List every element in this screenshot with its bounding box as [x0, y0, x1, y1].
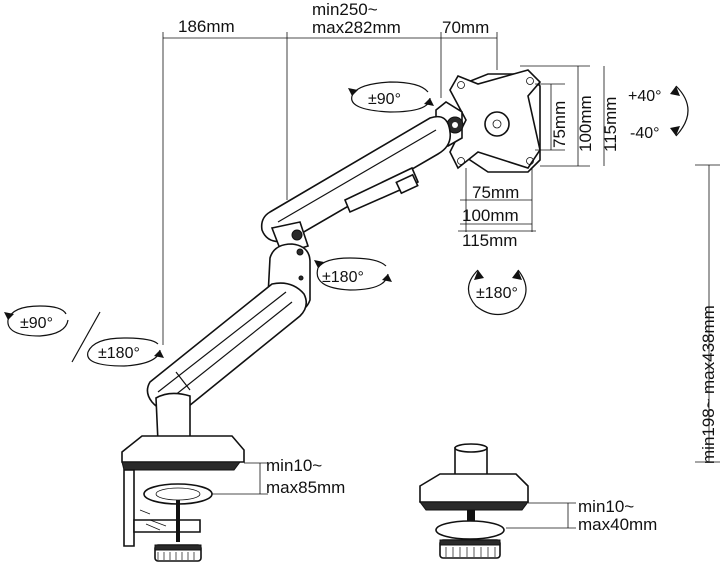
screen-rotation-icon	[467, 269, 527, 316]
grommet-mount	[419, 443, 529, 559]
clamp-dimension-lines	[212, 462, 268, 495]
reach-dimension-lines	[162, 32, 498, 345]
height-max-label: max438mm	[699, 305, 718, 394]
vesa-h-75-label: 75mm	[472, 183, 519, 202]
vesa-h-100-label: 100mm	[462, 206, 519, 225]
grommet-min-label: min10~	[578, 497, 634, 516]
reach-max-label: max282mm	[312, 18, 401, 37]
vesa-h-115-label: 115mm	[462, 231, 517, 250]
screen-rotate-label: ±180°	[476, 285, 518, 302]
vesa-v-115-label: 115mm	[601, 97, 620, 152]
head-swivel-label: ±90°	[368, 91, 401, 108]
tilt-down-label: -40°	[630, 125, 660, 142]
vesa-plate	[449, 69, 542, 173]
height-dimension-lines	[695, 164, 720, 463]
clamp-max-label: max85mm	[266, 478, 345, 497]
tilt-rotation-icon	[670, 85, 689, 137]
base-tilt-label: ±90°	[20, 315, 53, 332]
vesa-v-75-label: 75mm	[550, 101, 569, 148]
head-offset-label: 70mm	[442, 18, 489, 37]
tilt-up-label: +40°	[628, 88, 662, 105]
head-swivel-rotation-icon	[348, 81, 434, 113]
grommet-max-label: max40mm	[578, 515, 657, 534]
elbow-swivel-label: ±180°	[322, 269, 364, 286]
base-swivel-label: ±180°	[98, 345, 140, 362]
desk-clamp	[121, 435, 245, 562]
base-rotation-icons	[4, 305, 164, 367]
vesa-v-100-label: 100mm	[576, 95, 595, 152]
vesa-dimension-lines	[458, 65, 605, 232]
reach-min-label: min250~	[312, 0, 378, 19]
grommet-dimension-lines	[506, 502, 576, 529]
height-min-label: min198~	[699, 398, 718, 464]
clamp-min-label: min10~	[266, 456, 322, 475]
elbow-rotation-icon	[314, 257, 392, 291]
monitor-arm	[146, 101, 464, 447]
arm-segment-label: 186mm	[178, 17, 235, 36]
